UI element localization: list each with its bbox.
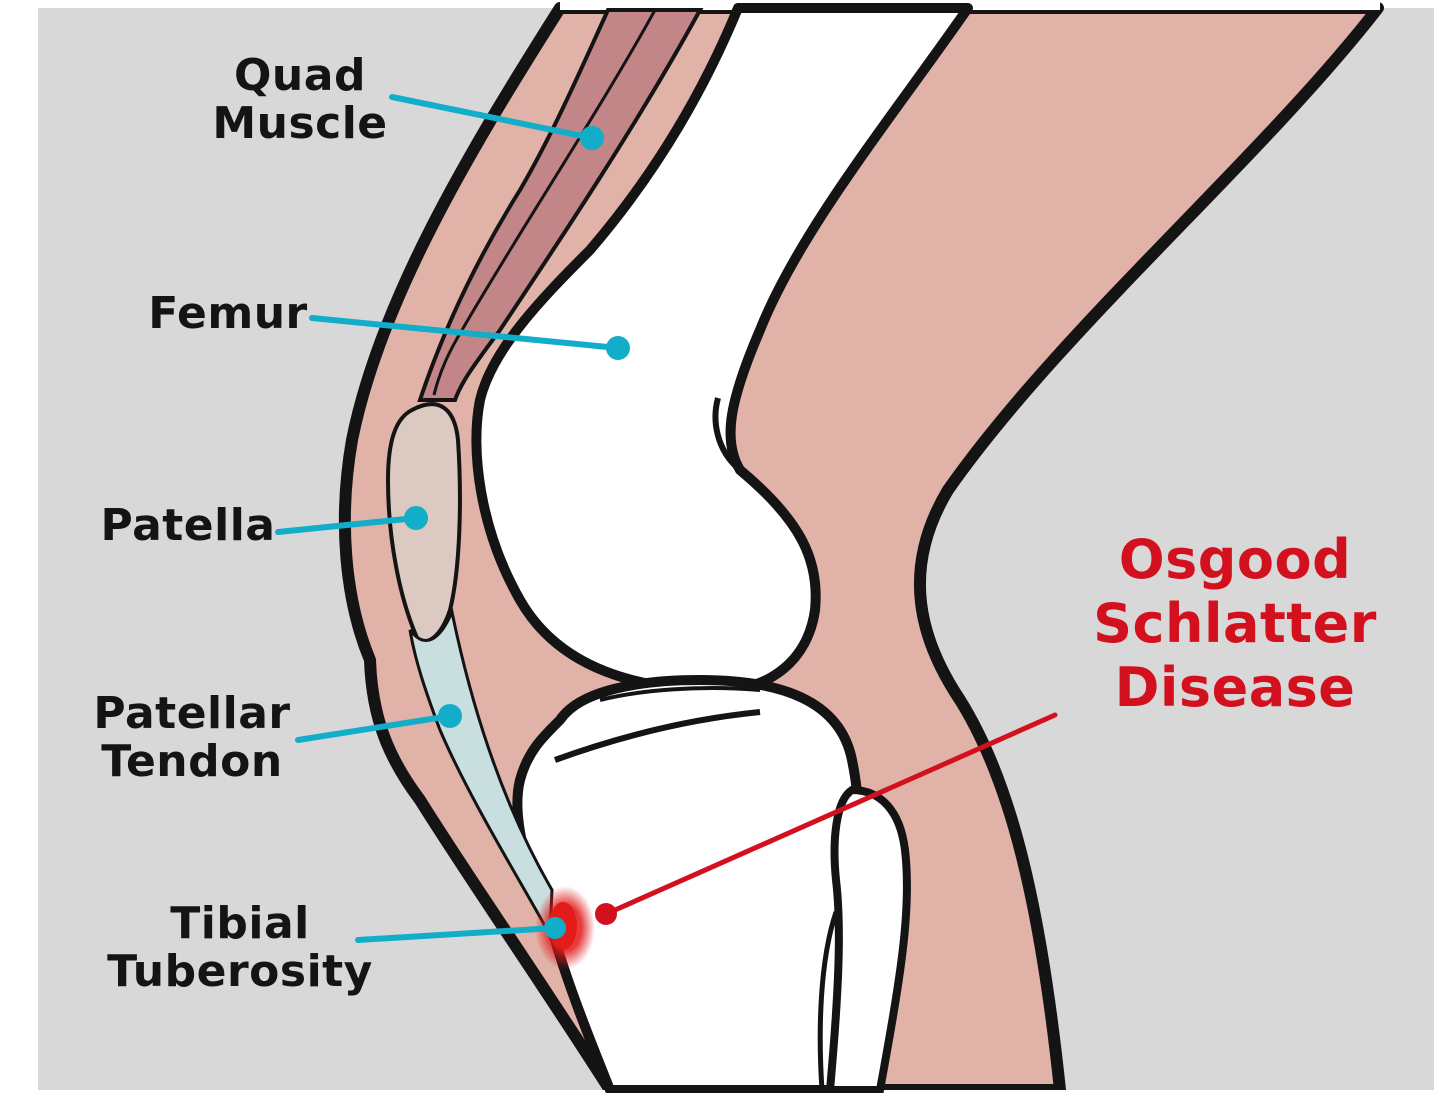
label-condition-line-2: Schlatter: [1093, 592, 1377, 655]
label-quad-muscle: Quad Muscle: [190, 52, 410, 148]
quad-muscle-shape: [417, 8, 704, 402]
label-quad-line-1: Quad: [234, 50, 366, 101]
quad-muscle-line: [432, 9, 657, 396]
femur-notch-line: [712, 397, 742, 473]
leader-condition: [603, 712, 1058, 917]
label-patella: Patella: [88, 502, 288, 550]
leader-quad: [389, 94, 595, 141]
label-tendon-line-1: Patellar: [93, 688, 291, 739]
dot-patella: [404, 506, 428, 530]
label-osgood-schlatter-disease: Osgood Schlatter Disease: [1060, 528, 1410, 720]
dot-tibial-tuberosity: [544, 917, 566, 939]
fibula-inner-line: [817, 911, 839, 1091]
fibula-bone: [825, 785, 912, 1093]
dot-patellar-tendon: [438, 704, 462, 728]
label-tendon-line-2: Tendon: [101, 736, 283, 787]
label-patella-line-1: Patella: [100, 500, 276, 551]
label-tibial-tuberosity: Tibial Tuberosity: [100, 900, 380, 996]
tibia-plateau-line-2: [599, 686, 761, 702]
label-quad-line-2: Muscle: [212, 98, 388, 149]
label-tuberosity-line-2: Tuberosity: [107, 946, 373, 997]
tibia-plateau-line: [553, 709, 761, 763]
dot-condition: [595, 903, 617, 925]
leader-dots: [404, 126, 630, 939]
leader-patellar-tendon: [295, 713, 453, 743]
leader-femur: [309, 315, 621, 351]
label-condition-line-1: Osgood: [1118, 528, 1352, 591]
leader-patella: [275, 515, 419, 535]
dot-quad: [580, 126, 604, 150]
leader-tibial-tuberosity: [355, 925, 558, 943]
label-tuberosity-line-1: Tibial: [170, 898, 310, 949]
label-femur: Femur: [128, 290, 328, 338]
dot-femur: [606, 336, 630, 360]
label-femur-line-1: Femur: [148, 288, 308, 339]
label-patellar-tendon: Patellar Tendon: [82, 690, 302, 786]
leader-lines: [275, 94, 621, 943]
label-condition-line-3: Disease: [1114, 656, 1356, 719]
